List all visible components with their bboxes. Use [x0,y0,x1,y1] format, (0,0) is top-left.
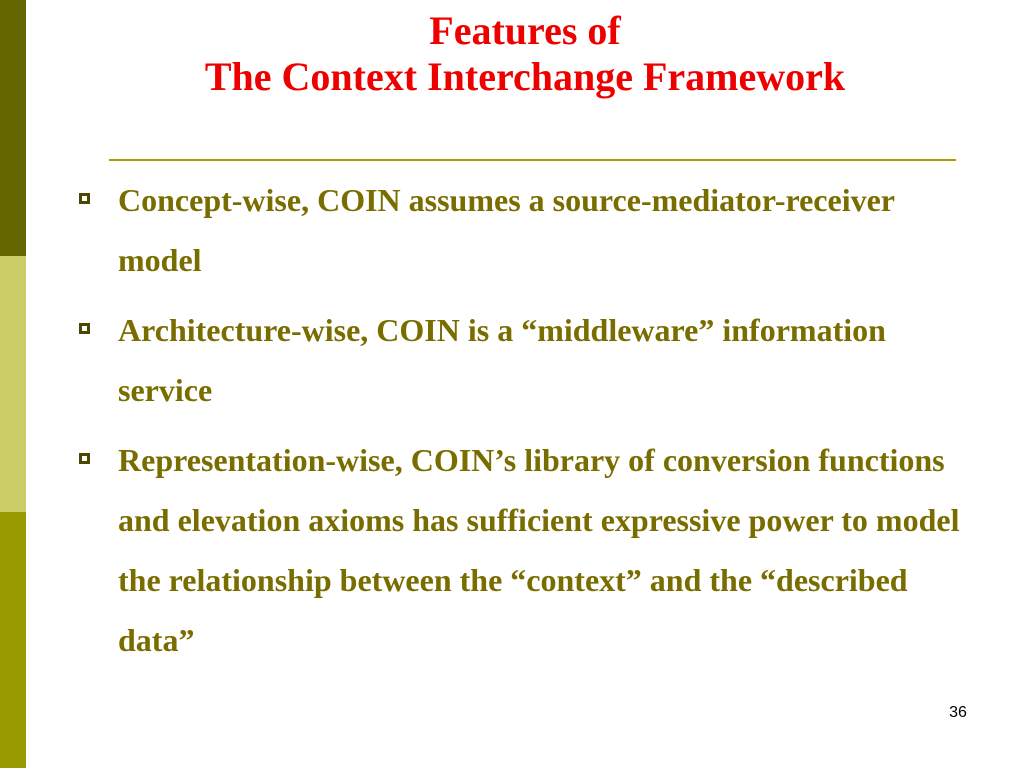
square-bullet-icon [79,453,90,464]
page-number: 36 [949,704,967,721]
bullet-text: Concept-wise, COIN assumes a source-medi… [118,182,895,278]
title-divider [109,159,956,161]
bullet-list: Concept-wise, COIN assumes a source-medi… [75,170,965,680]
slide-title-line: Features of [429,8,621,53]
slide-title-line: The Context Interchange Framework [204,54,846,99]
side-accent-bar-middle [0,256,26,512]
bullet-text: Architecture-wise, COIN is a “middleware… [118,312,886,408]
bullet-item: Architecture-wise, COIN is a “middleware… [75,300,965,420]
side-accent-bar-bottom [0,512,26,768]
bullet-item: Concept-wise, COIN assumes a source-medi… [75,170,965,290]
square-bullet-icon [79,193,90,204]
bullet-item: Representation-wise, COIN’s library of c… [75,430,965,670]
slide-title: Features of The Context Interchange Fram… [26,8,1024,100]
square-bullet-icon [79,323,90,334]
bullet-text: Representation-wise, COIN’s library of c… [118,442,960,658]
side-accent-bar-top [0,0,26,256]
